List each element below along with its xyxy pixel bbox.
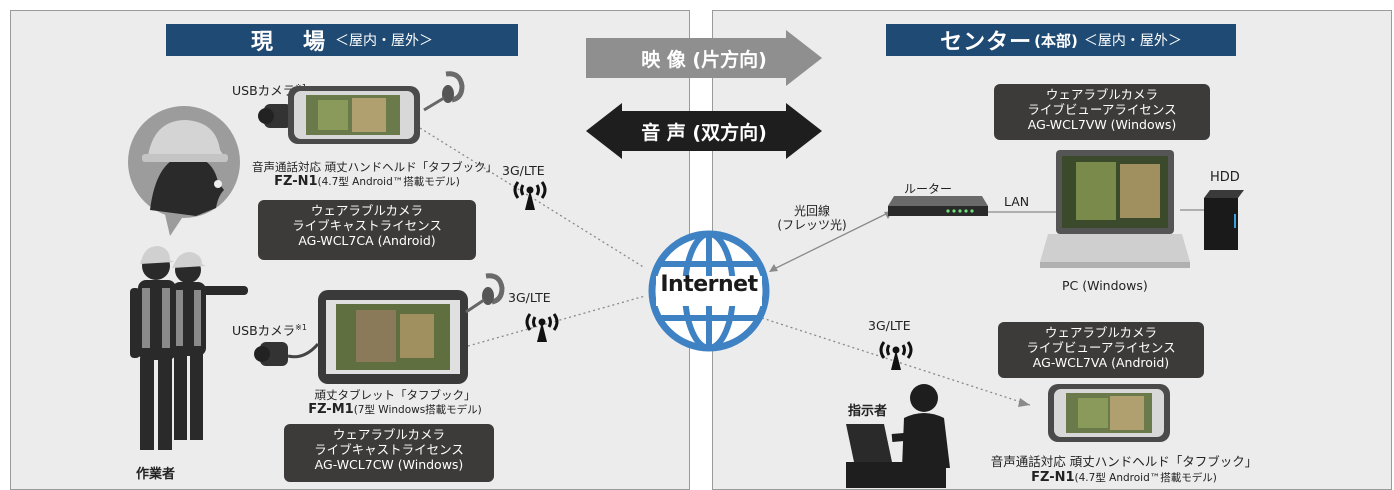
- device-3-caption: 音声通話対応 頑丈ハンドヘルド「タフブック」 FZ-N1(4.7型 Androi…: [974, 454, 1274, 486]
- device-1-caption: 音声通話対応 頑丈ハンドヘルド「タフブック」 FZ-N1(4.7型 Androi…: [252, 160, 498, 189]
- usb-camera-text-2: USBカメラ: [232, 323, 296, 338]
- license-livecast-windows-line2: ライブキャストライセンス: [314, 442, 464, 457]
- license-livecast-android-line2: ライブキャストライセンス: [292, 218, 442, 233]
- license-livecast-android-line1: ウェアラブルカメラ: [310, 203, 424, 218]
- handheld-device-icon-2: [1048, 384, 1170, 442]
- license-livecast-android-line3: AG-WCL7CA (Android): [298, 233, 436, 248]
- instructor-label: 指示者: [848, 404, 888, 419]
- headset-icon-2: [465, 273, 505, 314]
- device-2-spec: (7型 Windows搭載モデル): [353, 404, 482, 416]
- video-arrow-label: 映 像 (片方向): [641, 48, 767, 71]
- network-label-1: 3G/LTE: [502, 163, 545, 178]
- fiber-line1: 光回線: [793, 204, 830, 218]
- device-3-name: 音声通話対応 頑丈ハンドヘルド「タフブック」: [990, 454, 1258, 469]
- device-2-caption: 頑丈タブレット「タフブック」 FZ-M1(7型 Windows搭載モデル): [290, 388, 500, 417]
- headset-icon-1: [423, 71, 465, 112]
- device-3-spec: (4.7型 Android™搭載モデル): [1074, 472, 1217, 484]
- router-icon: [888, 196, 988, 216]
- device-2-model: FZ-M1: [308, 402, 354, 417]
- device-2-name: 頑丈タブレット「タフブック」: [314, 388, 476, 402]
- audio-arrow: 音 声 (双方向): [586, 103, 822, 159]
- license-box-liveviewer-android: ウェアラブルカメラ ライブビューアライセンス AG-WCL7VA (Androi…: [998, 322, 1204, 378]
- license-liveviewer-android-line2: ライブビューアライセンス: [1026, 340, 1176, 355]
- video-arrow: 映 像 (片方向): [586, 30, 822, 86]
- handheld-device-icon-1: [288, 86, 420, 144]
- globe-icon: [648, 230, 770, 352]
- field-location: ＜屋内・屋外＞: [335, 33, 433, 49]
- antenna-icon-3: [879, 341, 913, 370]
- workers-icon: [130, 246, 248, 450]
- license-livecast-windows-line1: ウェアラブルカメラ: [332, 427, 446, 442]
- hdd-icon: [1204, 190, 1244, 250]
- field-title: 現 場: [250, 30, 329, 55]
- license-box-livecast-windows: ウェアラブルカメラ ライブキャストライセンス AG-WCL7CW (Window…: [284, 424, 494, 482]
- router-label: ルーター: [904, 182, 953, 196]
- device-1-model: FZ-N1: [274, 174, 318, 189]
- license-livecast-windows-line3: AG-WCL7CW (Windows): [314, 457, 464, 472]
- network-label-3: 3G/LTE: [868, 318, 911, 333]
- center-title-sub: (本部): [1034, 31, 1078, 50]
- usb-camera-note-2: ※1: [295, 322, 307, 332]
- tablet-device-icon: [318, 290, 468, 384]
- license-liveviewer-windows-line2: ライブビューアライセンス: [1027, 102, 1177, 117]
- instructor-icon: [846, 384, 950, 488]
- fiber-label: 光回線 (フレッツ光): [772, 204, 852, 232]
- license-box-livecast-android: ウェアラブルカメラ ライブキャストライセンス AG-WCL7CA (Androi…: [258, 200, 476, 260]
- device-1-name: 音声通話対応 頑丈ハンドヘルド「タフブック」: [252, 160, 498, 174]
- license-box-liveviewer-windows: ウェアラブルカメラ ライブビューアライセンス AG-WCL7VW (Window…: [994, 84, 1210, 140]
- usb-camera-label-2: USBカメラ※1: [232, 320, 307, 339]
- internet-label: Internet: [660, 272, 758, 297]
- fiber-line2: (フレッツ光): [777, 218, 847, 232]
- worker-head-icon: [128, 106, 240, 236]
- center-location: ＜屋内・屋外＞: [1083, 33, 1182, 49]
- audio-arrow-label: 音 声 (双方向): [641, 121, 767, 144]
- usb-camera-icon-2: [254, 342, 320, 366]
- worker-label: 作業者: [136, 467, 176, 482]
- license-liveviewer-android-line3: AG-WCL7VA (Android): [1032, 355, 1170, 370]
- license-liveviewer-windows-line3: AG-WCL7VW (Windows): [1027, 117, 1177, 132]
- laptop-icon: [1040, 150, 1190, 268]
- usb-camera-text-1: USBカメラ: [232, 83, 296, 98]
- device-1-spec: (4.7型 Android™搭載モデル): [317, 176, 460, 188]
- device-3-model: FZ-N1: [1031, 470, 1075, 485]
- license-liveviewer-android-line1: ウェアラブルカメラ: [1044, 325, 1158, 340]
- field-header: 現 場 ＜屋内・屋外＞: [166, 24, 518, 56]
- network-label-2: 3G/LTE: [508, 290, 551, 305]
- pc-label: PC (Windows): [1062, 278, 1148, 293]
- hdd-label: HDD: [1210, 170, 1240, 185]
- center-title: センター: [940, 30, 1033, 55]
- antenna-icon-1: [513, 181, 547, 210]
- antenna-icon-2: [525, 313, 559, 342]
- license-liveviewer-windows-line1: ウェアラブルカメラ: [1045, 87, 1159, 102]
- center-header: センター (本部) ＜屋内・屋外＞: [886, 24, 1236, 56]
- lan-label: LAN: [1004, 194, 1030, 209]
